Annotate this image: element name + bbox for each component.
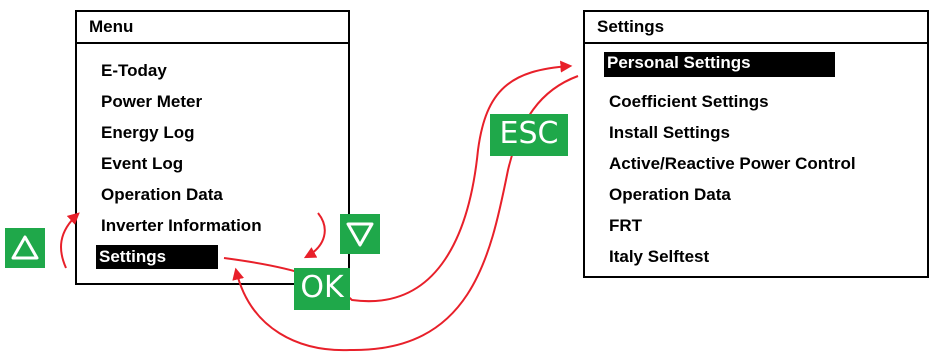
esc-button[interactable]: ESC [490,114,568,156]
down-button[interactable] [340,214,380,254]
menu-item-event-log[interactable]: Event Log [101,154,184,173]
esc-button-label: ESC [499,116,559,151]
down-triangle-icon [346,222,374,247]
settings-item-personal-settings[interactable]: Personal Settings [604,52,835,77]
menu-panel: Menu E-Today Power Meter Energy Log Even… [75,10,350,285]
settings-item-operation-data[interactable]: Operation Data [609,185,731,204]
menu-item-operation-data[interactable]: Operation Data [101,185,223,204]
ok-to-settings-arrow [223,60,573,303]
settings-panel-title: Settings [585,12,927,44]
settings-item-coefficient-settings[interactable]: Coefficient Settings [609,92,769,111]
settings-item-active-reactive-power-control[interactable]: Active/Reactive Power Control [609,154,856,173]
down-arrow [303,212,326,259]
menu-item-energy-log[interactable]: Energy Log [101,123,195,142]
menu-item-e-today[interactable]: E-Today [101,61,167,80]
menu-item-power-meter[interactable]: Power Meter [101,92,203,111]
ok-button[interactable]: OK [294,268,350,310]
menu-panel-title: Menu [77,12,348,44]
ok-button-label: OK [300,270,344,305]
settings-panel: Settings Personal Settings Coefficient S… [583,10,929,278]
menu-item-settings[interactable]: Settings [96,245,218,269]
settings-item-frt[interactable]: FRT [609,216,643,235]
settings-item-italy-selftest[interactable]: Italy Selftest [609,247,710,266]
up-button[interactable] [5,228,45,268]
menu-item-inverter-information[interactable]: Inverter Information [101,216,262,235]
up-triangle-icon [11,235,39,260]
settings-item-install-settings[interactable]: Install Settings [609,123,730,142]
up-arrow [60,212,80,269]
